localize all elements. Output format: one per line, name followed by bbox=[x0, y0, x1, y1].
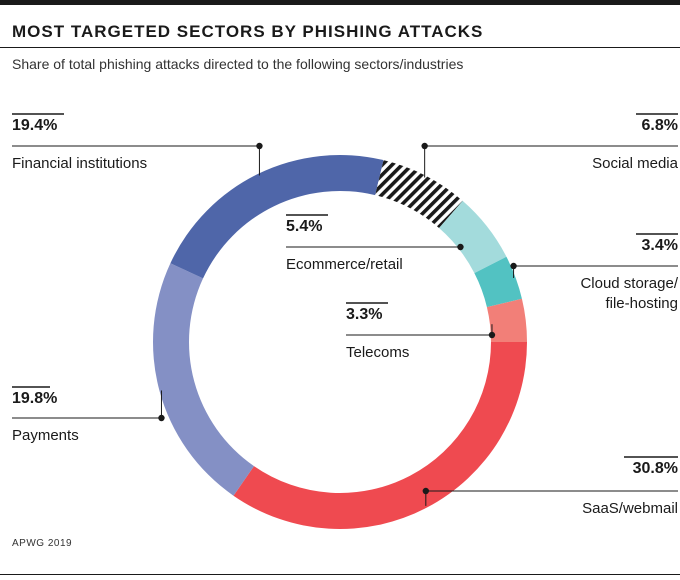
callout-ecommerce: 5.4% Ecommerce/retail bbox=[286, 214, 464, 273]
percent-label: 30.8% bbox=[633, 460, 678, 477]
category-label: file-hosting bbox=[605, 295, 678, 312]
callout-cloud: 3.4% Cloud storage/file-hosting bbox=[510, 233, 679, 312]
category-label: Financial institutions bbox=[12, 155, 147, 172]
percent-label: 5.4% bbox=[286, 218, 322, 235]
percent-label: 3.4% bbox=[642, 237, 678, 254]
leader-dot bbox=[488, 331, 496, 339]
leader-dot bbox=[421, 142, 428, 150]
leader-dot bbox=[158, 414, 165, 422]
slice-telecoms bbox=[486, 298, 528, 342]
percent-label: 3.3% bbox=[346, 306, 382, 323]
category-label: Social media bbox=[592, 155, 679, 172]
slice-saas bbox=[233, 342, 528, 530]
slice-social bbox=[375, 160, 463, 229]
percent-label: 19.4% bbox=[12, 117, 57, 134]
callout-saas: 30.8% SaaS/webmail bbox=[422, 456, 678, 517]
leader-dot bbox=[457, 243, 464, 251]
slice-payments bbox=[153, 263, 254, 496]
source-note: APWG 2019 bbox=[12, 538, 73, 549]
slice-ecommerce bbox=[439, 200, 507, 274]
slice-cloud bbox=[474, 256, 522, 308]
chart-title: MOST TARGETED SECTORS BY PHISHING ATTACK… bbox=[12, 22, 484, 41]
leader-dot bbox=[510, 262, 517, 270]
leader-dot bbox=[422, 487, 430, 495]
callout-financial: 19.4% Financial institutions bbox=[12, 113, 263, 176]
category-label: SaaS/webmail bbox=[582, 500, 678, 517]
callout-social: 6.8% Social media bbox=[421, 113, 679, 178]
percent-label: 19.8% bbox=[12, 390, 57, 407]
callout-telecoms: 3.3% Telecoms bbox=[346, 302, 496, 361]
top-border bbox=[0, 0, 680, 5]
category-label: Cloud storage/ bbox=[580, 275, 678, 292]
percent-label: 6.8% bbox=[642, 117, 678, 134]
title-divider bbox=[0, 47, 680, 48]
slice-financial bbox=[170, 154, 384, 279]
chart-subtitle: Share of total phishing attacks directed… bbox=[12, 56, 464, 72]
bottom-divider bbox=[0, 574, 680, 575]
category-label: Ecommerce/retail bbox=[286, 256, 403, 273]
callout-payments: 19.8% Payments bbox=[12, 386, 165, 444]
leader-dot bbox=[256, 142, 263, 150]
category-label: Telecoms bbox=[346, 344, 409, 361]
category-label: Payments bbox=[12, 427, 79, 444]
